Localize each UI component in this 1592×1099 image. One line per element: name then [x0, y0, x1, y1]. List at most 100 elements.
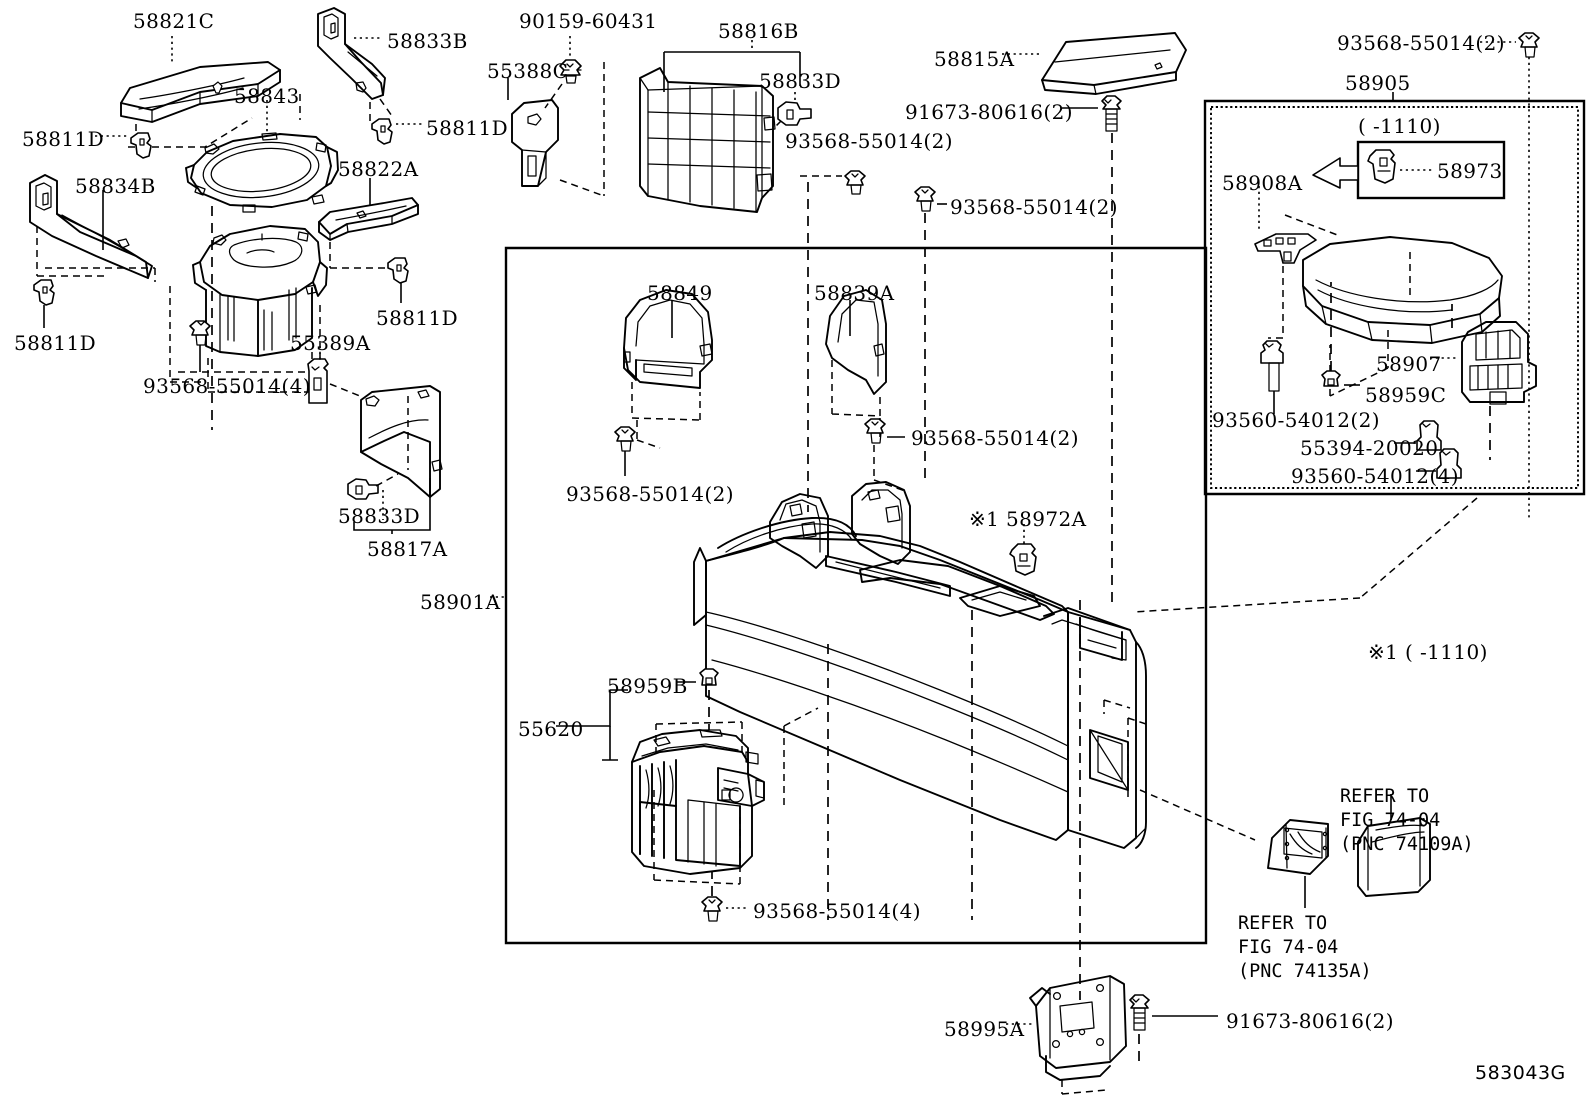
screw-93568-55014-4-left — [189, 320, 211, 346]
part-58843-shape — [185, 132, 339, 213]
part-label-58907: 58907 — [1376, 352, 1442, 376]
part-label-58959c: 58959C — [1365, 383, 1447, 407]
main-assembly-boundary — [504, 246, 1208, 945]
part-label-58834b: 58834B — [75, 174, 156, 198]
drawing-sheet-id: 583043G — [1475, 1062, 1566, 1084]
part-58833d-clip-lower — [347, 478, 379, 500]
assembly-dash-to-refer-74135 — [1139, 789, 1256, 841]
assembly-dash-58849 — [636, 420, 661, 449]
part-label-91673-80616-2-a: 91673-80616(2) — [905, 100, 1073, 124]
assembly-dash-58833d-lower — [375, 473, 399, 487]
screw-93568-55014-2-e — [614, 426, 636, 452]
part-58815a-shape — [1041, 32, 1187, 95]
part-label-93568-55014-2-d: 93568-55014(2) — [911, 426, 1079, 450]
bracket-55620-lower — [602, 726, 618, 761]
screw-91673-80616-2-top — [1101, 95, 1122, 132]
part-label-58849: 58849 — [647, 281, 713, 305]
assembly-dash-55620-right — [783, 707, 819, 810]
assembly-dash-55389a-clip — [329, 383, 361, 397]
part-label-93568-55014-2-c: 93568-55014(2) — [1337, 31, 1505, 55]
part-label-58843: 58843 — [234, 84, 300, 108]
part-label-93560-54012-2: 93560-54012(2) — [1212, 408, 1380, 432]
part-55620-shape — [631, 729, 765, 875]
part-58833b-shape — [317, 7, 386, 100]
assembly-dash-58908a — [1268, 266, 1284, 339]
part-label-55388c: 55388C — [487, 59, 569, 83]
part-label-93568-55014-2-e: 93568-55014(2) — [566, 482, 734, 506]
screw-93568-55014-4-bottom — [701, 896, 723, 922]
part-58839a-shape — [825, 289, 887, 417]
assembly-dash-armrest-to-console — [1132, 497, 1478, 613]
screw-91673-80616-2-bottom — [1129, 994, 1150, 1031]
part-58972a-clip — [1009, 543, 1037, 576]
assembly-dash-90159 — [544, 83, 563, 109]
part-58995a-shape — [1029, 975, 1127, 1095]
part-label-58821c: 58821C — [133, 9, 215, 33]
part-58973-clip — [1367, 149, 1396, 184]
assembly-dash-58833b — [369, 98, 393, 122]
part-label-93568-55014-4-bottom: 93568-55014(4) — [753, 899, 921, 923]
screw-93568-55014-2-c — [1518, 32, 1540, 58]
part-label-55620: 55620 — [518, 717, 584, 741]
part-label-93568-55014-2-b: 93568-55014(2) — [950, 195, 1118, 219]
assembly-dash-93568-d — [873, 445, 909, 493]
part-label-93568-55014-2-a: 93568-55014(2) — [785, 129, 953, 153]
part-58811d-clip-4 — [387, 257, 409, 284]
part-label-91673-80616-2-b: 91673-80616(2) — [1226, 1009, 1394, 1033]
date-note-outer-1110: ※1 ( -1110) — [1368, 640, 1488, 664]
assembly-dash-58816b — [775, 111, 791, 127]
assembly-dash-58822a — [329, 242, 401, 284]
part-label-58959b: 58959B — [607, 674, 688, 698]
part-refer-74135a-shape — [1267, 819, 1329, 875]
part-armrest-lid-shape — [1302, 236, 1503, 344]
inset-arrow — [1312, 157, 1359, 189]
part-58811d-clip-2 — [371, 118, 393, 145]
screw-93568-55014-2-d — [864, 418, 886, 444]
part-label-58833d-upper: 58833D — [759, 69, 842, 93]
part-58849-shape — [623, 289, 713, 421]
part-58816b-shape — [639, 67, 776, 213]
part-label-58839a: 58839A — [814, 281, 895, 305]
part-label-90159-60431: 90159-60431 — [519, 9, 658, 33]
part-58811d-clip-1 — [130, 132, 152, 159]
part-58901a-console-body — [693, 481, 1147, 849]
refer-to-fig-74-04-pnc-74109a: REFER TO FIG 74-04 (PNC 74109A) — [1340, 786, 1474, 856]
part-label-58901a: 58901A — [420, 590, 501, 614]
part-58817a-shape — [360, 385, 443, 498]
date-note-inner-1110: ( -1110) — [1358, 114, 1441, 138]
part-label-58811d-mid-right: 58811D — [376, 306, 459, 330]
part-label-58822a: 58822A — [338, 157, 419, 181]
part-label-58817a: 58817A — [367, 537, 448, 561]
part-label-58811d-top-left: 58811D — [22, 127, 105, 151]
assembly-dash-58908a-to-lid — [1284, 214, 1341, 237]
part-label-58811d-bottom-left: 58811D — [14, 331, 97, 355]
part-label-58973: 58973 — [1437, 159, 1503, 183]
part-58833d-clip-upper — [777, 101, 812, 126]
screw-93568-55014-2-b — [914, 186, 936, 212]
bolt-93560-54012-2 — [1260, 340, 1284, 392]
assembly-dash-58821c — [128, 117, 253, 148]
part-label-58995a: 58995A — [944, 1017, 1025, 1041]
part-label-58908a: 58908A — [1222, 171, 1303, 195]
assembly-dash-55620-bottom — [653, 790, 741, 885]
part-label-93560-54012-4: 93560-54012(4) — [1291, 464, 1459, 488]
part-label-55389a: 55389A — [290, 331, 371, 355]
part-label-58972a: ※1 58972A — [969, 507, 1087, 531]
part-58811d-clip-3 — [33, 279, 55, 306]
assembly-dash-58834b — [36, 226, 156, 282]
part-label-93568-55014-4-left: 93568-55014(4) — [143, 374, 311, 398]
part-label-58816b: 58816B — [718, 19, 799, 43]
part-label-58833b: 58833B — [387, 29, 468, 53]
part-55388c-shape — [511, 99, 559, 187]
assembly-dash-55620-top — [655, 721, 743, 756]
part-58908a-shape — [1254, 233, 1317, 264]
refer-to-fig-74-04-pnc-74135a: REFER TO FIG 74-04 (PNC 74135A) — [1238, 913, 1372, 983]
part-55389a-clip — [307, 358, 329, 404]
part-label-58811d-top-right: 58811D — [426, 116, 509, 140]
part-58907-shape — [1461, 321, 1537, 405]
part-58959b-clip — [699, 668, 719, 686]
part-58822a-shape — [318, 197, 419, 241]
part-label-58815a: 58815A — [934, 47, 1015, 71]
part-58959c-clip — [1321, 370, 1341, 387]
